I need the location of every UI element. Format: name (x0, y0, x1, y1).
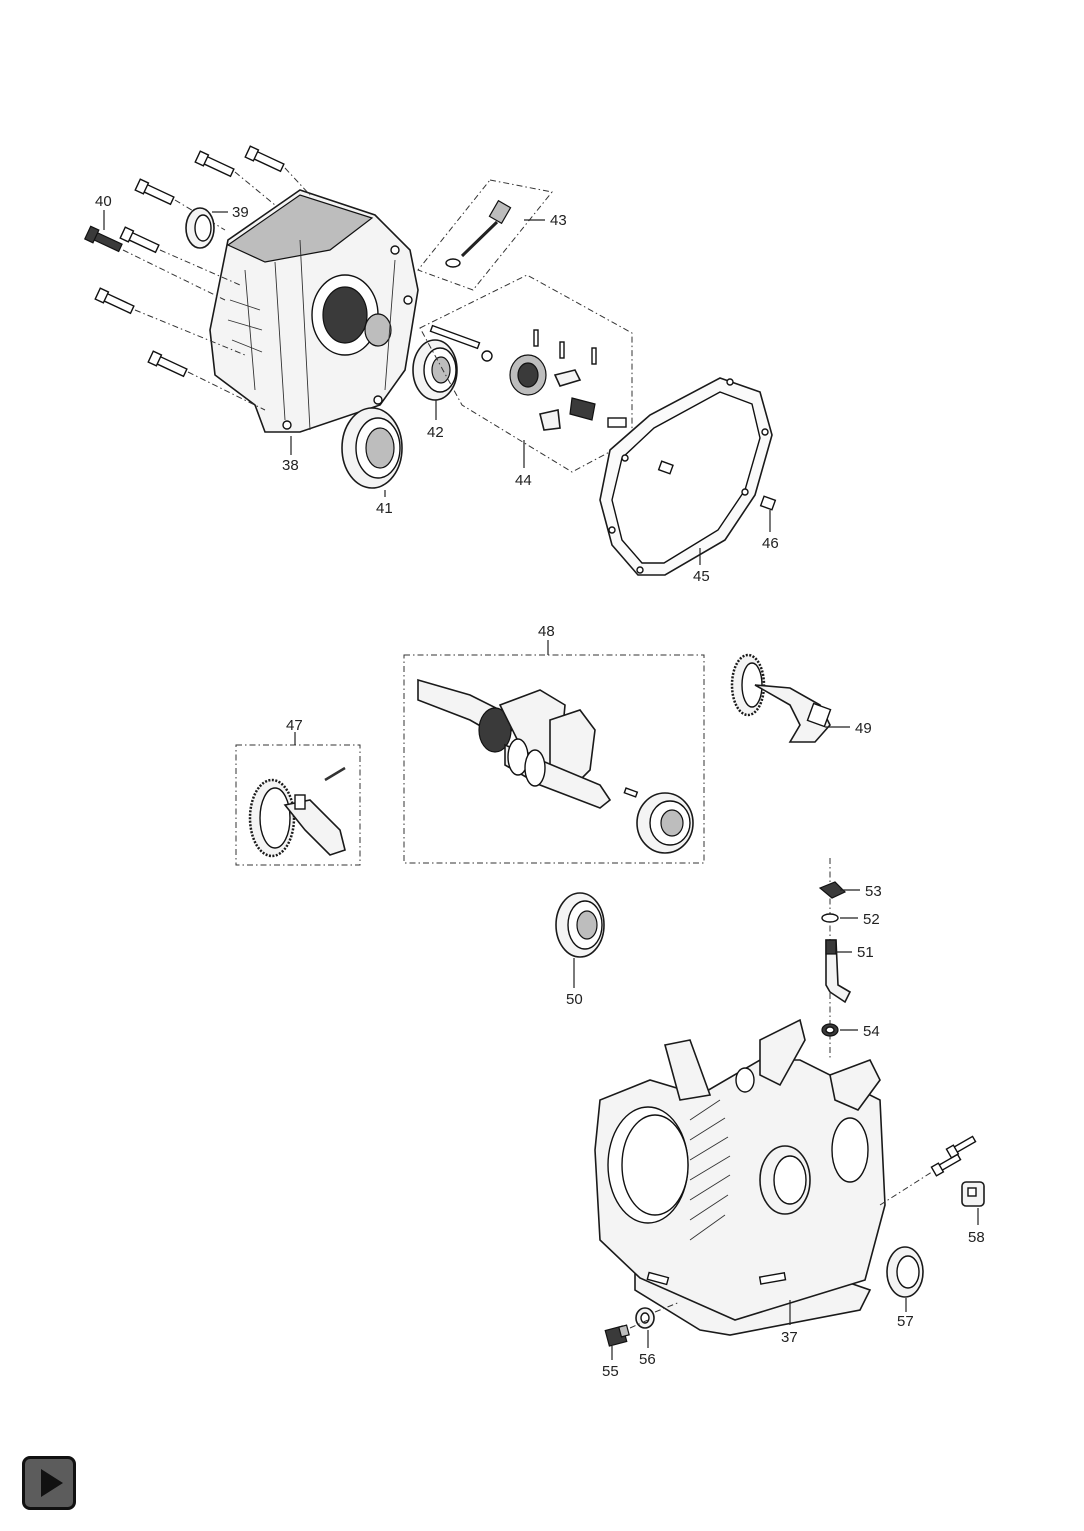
play-button[interactable] (22, 1456, 76, 1510)
governor-arm-parts (818, 858, 852, 1060)
label-44: 44 (515, 472, 532, 489)
oil-seal-39 (185, 207, 215, 249)
crankcase-cover (209, 189, 419, 433)
play-icon (41, 1469, 63, 1497)
dowel-pin-46 (759, 495, 777, 511)
label-39: 39 (232, 204, 249, 221)
crankcase (594, 1018, 886, 1336)
cover-bolts (83, 145, 311, 411)
oil-seal-57 (886, 1246, 924, 1298)
label-48: 48 (538, 623, 555, 640)
label-38: 38 (282, 457, 299, 474)
camshaft-assembly-47 (235, 744, 361, 866)
gasket-45 (599, 377, 773, 576)
label-50: 50 (566, 991, 583, 1008)
label-54: 54 (863, 1023, 880, 1040)
bolts-right (879, 1135, 977, 1206)
governor-shaft-assembly-43 (417, 179, 553, 291)
balancer-49 (730, 653, 832, 743)
label-58: 58 (968, 1229, 985, 1246)
bearing-50 (555, 892, 605, 958)
leader-lines (103, 210, 979, 1360)
governor-gear-assembly-44 (419, 274, 633, 473)
part-58 (961, 1181, 985, 1207)
label-40: 40 (95, 193, 112, 210)
label-46: 46 (762, 535, 779, 552)
label-56: 56 (639, 1351, 656, 1368)
washer-56 (629, 1301, 681, 1329)
part-labels: 37 38 39 40 41 42 43 44 45 46 47 48 49 5… (95, 193, 985, 1380)
bearing-42 (412, 339, 458, 401)
label-51: 51 (857, 944, 874, 961)
label-53: 53 (865, 883, 882, 900)
drain-bolt-55 (604, 1324, 630, 1347)
label-49: 49 (855, 720, 872, 737)
label-47: 47 (286, 717, 303, 734)
label-45: 45 (693, 568, 710, 585)
label-41: 41 (376, 500, 393, 517)
label-57: 57 (897, 1313, 914, 1330)
label-42: 42 (427, 424, 444, 441)
label-37: 37 (781, 1329, 798, 1346)
bearing-41 (341, 407, 403, 489)
crankshaft-assembly-48 (403, 654, 705, 864)
label-55: 55 (602, 1363, 619, 1380)
label-52: 52 (863, 911, 880, 928)
label-43: 43 (550, 212, 567, 229)
